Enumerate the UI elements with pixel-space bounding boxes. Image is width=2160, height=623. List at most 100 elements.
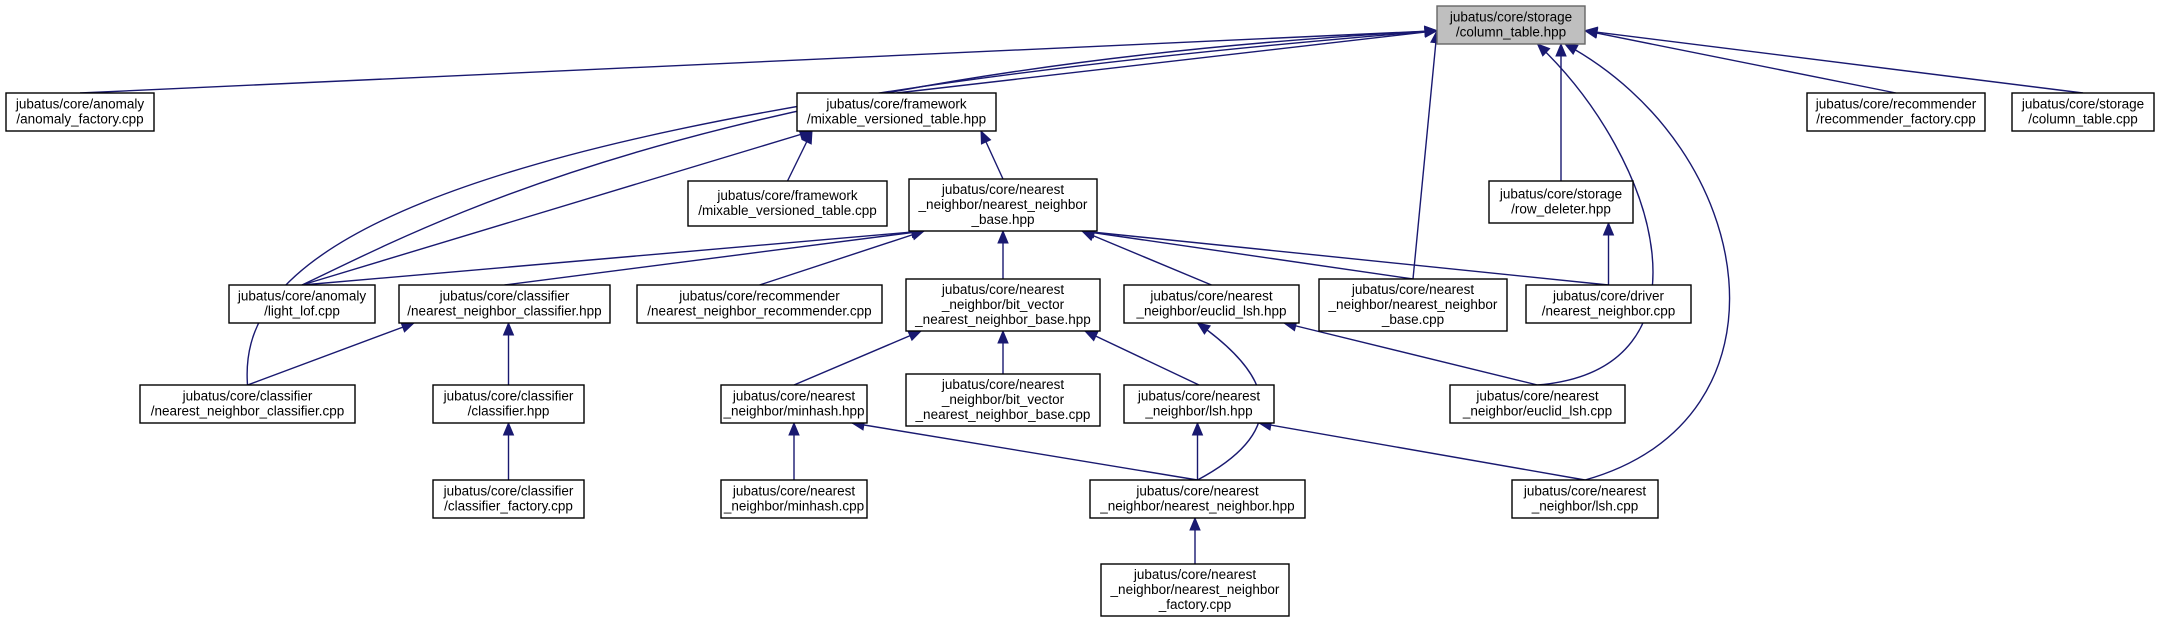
node-label-line: jubatus/core/nearest	[1137, 389, 1261, 404]
edge-euclid_lsh_cpp-to-column_table_hpp	[1537, 43, 1654, 386]
arrowhead-nn_base_hpp-to-mixable_versioned_table_hpp	[980, 129, 992, 145]
node-box	[228, 284, 376, 324]
node-label-line: jubatus/core/nearest	[732, 484, 856, 499]
node-nn_base_hpp[interactable]: jubatus/core/nearest_neighbor/nearest_ne…	[908, 178, 1098, 232]
node-box	[687, 180, 888, 227]
edge-nn_classifier_cpp-to-nn_classifier_hpp	[247, 322, 415, 386]
node-label-line: /row_deleter.hpp	[1511, 202, 1611, 217]
node-minhash_cpp[interactable]: jubatus/core/nearest_neighbor/minhash.cp…	[720, 479, 868, 519]
node-label-line: _neighbor/nearest_neighbor	[1328, 297, 1498, 312]
arrowhead-classifier_factory_cpp-to-classifier_hpp	[502, 421, 515, 436]
node-nn_classifier_hpp[interactable]: jubatus/core/classifier/nearest_neighbor…	[398, 284, 611, 324]
node-label-line: jubatus/core/nearest	[1149, 289, 1273, 304]
arrowhead-euclid_lsh_cpp-to-column_table_hpp	[1536, 43, 1551, 57]
node-driver_nn_cpp[interactable]: jubatus/core/driver/nearest_neighbor.cpp	[1525, 284, 1692, 324]
node-mixable_versioned_table_cpp[interactable]: jubatus/core/framework/mixable_versioned…	[687, 180, 888, 227]
node-label-line: jubatus/core/nearest	[1475, 389, 1599, 404]
arrowhead-bit_vector_nn_base_hpp-to-nn_base_hpp	[997, 229, 1009, 244]
node-label-line: /recommender_factory.cpp	[1816, 112, 1976, 127]
node-label-line: _neighbor/nearest_neighbor.hpp	[1099, 499, 1294, 514]
node-euclid_lsh_cpp[interactable]: jubatus/core/nearest_neighbor/euclid_lsh…	[1449, 384, 1626, 424]
edge-mixable_versioned_table_hpp-to-column_table_hpp	[896, 30, 1438, 94]
node-label-line: jubatus/core/nearest	[1351, 282, 1475, 297]
node-label-line: jubatus/core/storage	[1449, 10, 1572, 25]
edge-nn_base_cpp-to-nn_base_hpp	[1081, 230, 1414, 280]
arrowhead-lsh_cpp-to-column_table_hpp	[1563, 43, 1579, 56]
node-box	[1806, 92, 1986, 132]
node-label-line: _neighbor/euclid_lsh.hpp	[1135, 304, 1286, 319]
edge-lsh_cpp-to-column_table_hpp	[1564, 43, 1731, 481]
node-row_deleter_hpp[interactable]: jubatus/core/storage/row_deleter.hpp	[1488, 180, 1634, 224]
node-box	[908, 178, 1098, 232]
edges-layer	[79, 25, 2084, 564]
edge-nn_base_cpp-to-column_table_hpp	[1412, 30, 1438, 280]
node-box	[1089, 479, 1306, 519]
node-label-line: /light_lof.cpp	[264, 304, 340, 319]
edge-nn_classifier_cpp-to-column_table_hpp	[246, 30, 1438, 386]
arrowhead-row_deleter_hpp-to-column_table_hpp	[1555, 42, 1567, 57]
node-label-line: jubatus/core/recommender	[678, 289, 840, 304]
node-nn_classifier_cpp[interactable]: jubatus/core/classifier/nearest_neighbor…	[139, 384, 356, 424]
edge-nn_recommender_cpp-to-nn_base_hpp	[759, 230, 925, 286]
node-nn_hpp[interactable]: jubatus/core/nearest_neighbor/nearest_ne…	[1089, 479, 1306, 519]
node-bit_vector_nn_base_cpp[interactable]: jubatus/core/nearest_neighbor/bit_vector…	[905, 373, 1101, 427]
node-label-line: /anomaly_factory.cpp	[16, 112, 143, 127]
node-label-line: jubatus/core/framework	[825, 97, 967, 112]
node-label-line: jubatus/core/nearest	[1133, 567, 1257, 582]
node-bit_vector_nn_base_hpp[interactable]: jubatus/core/nearest_neighbor/bit_vector…	[905, 278, 1101, 332]
edge-driver_nn_cpp-to-nn_base_hpp	[1081, 230, 1609, 286]
node-label-line: /classifier_factory.cpp	[444, 499, 573, 514]
node-label-line: _neighbor/minhash.hpp	[722, 404, 864, 419]
node-nn_factory_cpp[interactable]: jubatus/core/nearest_neighbor/nearest_ne…	[1100, 563, 1290, 617]
node-column_table_cpp[interactable]: jubatus/core/storage/column_table.cpp	[2011, 92, 2155, 132]
node-label-line: jubatus/core/nearest	[941, 182, 1065, 197]
node-label-line: /nearest_neighbor_recommender.cpp	[647, 304, 871, 319]
node-label-line: jubatus/core/framework	[716, 188, 858, 203]
node-mixable_versioned_table_hpp[interactable]: jubatus/core/framework/mixable_versioned…	[796, 92, 997, 132]
node-label-line: jubatus/core/recommender	[1815, 97, 1977, 112]
arrowhead-lsh_hpp-to-bit_vector_nn_base_hpp	[1083, 330, 1099, 342]
node-column_table_hpp[interactable]: jubatus/core/storage/column_table.hpp	[1436, 5, 1586, 45]
node-label-line: /column_table.hpp	[1456, 25, 1566, 40]
node-box	[1449, 384, 1626, 424]
arrowhead-bit_vector_nn_base_cpp-to-bit_vector_nn_base_hpp	[997, 329, 1009, 344]
nodes-layer: jubatus/core/storage/column_table.hppjub…	[5, 5, 2155, 617]
node-anomaly_factory_cpp[interactable]: jubatus/core/anomaly/anomaly_factory.cpp	[5, 92, 155, 132]
node-lsh_cpp[interactable]: jubatus/core/nearest_neighbor/lsh.cpp	[1511, 479, 1659, 519]
node-label-line: /nearest_neighbor.cpp	[1542, 304, 1676, 319]
node-label-line: _neighbor/lsh.cpp	[1531, 499, 1639, 514]
arrowhead-classifier_hpp-to-nn_classifier_hpp	[502, 321, 515, 336]
node-label-line: /nearest_neighbor_classifier.cpp	[151, 404, 345, 419]
node-label-line: /mixable_versioned_table.cpp	[698, 203, 877, 218]
node-box	[905, 278, 1101, 332]
node-box	[1123, 384, 1275, 424]
arrowhead-nn_hpp-to-euclid_lsh_hpp	[1196, 322, 1212, 335]
node-label-line: jubatus/core/nearest	[941, 377, 1065, 392]
node-box	[432, 384, 585, 424]
node-classifier_hpp[interactable]: jubatus/core/classifier/classifier.hpp	[432, 384, 585, 424]
node-label-line: /nearest_neighbor_classifier.hpp	[407, 304, 601, 319]
edge-lsh_hpp-to-bit_vector_nn_base_hpp	[1084, 330, 1200, 386]
node-label-line: jubatus/core/anomaly	[237, 289, 367, 304]
edge-lsh_cpp-to-lsh_hpp	[1258, 422, 1586, 481]
arrowhead-nn_classifier_cpp-to-nn_classifier_hpp	[400, 321, 416, 333]
node-label-line: jubatus/core/nearest	[941, 282, 1065, 297]
node-box	[796, 92, 997, 132]
node-minhash_hpp[interactable]: jubatus/core/nearest_neighbor/minhash.hp…	[720, 384, 868, 424]
node-nn_recommender_cpp[interactable]: jubatus/core/recommender/nearest_neighbo…	[636, 284, 883, 324]
node-recommender_factory_cpp[interactable]: jubatus/core/recommender/recommender_fac…	[1806, 92, 1986, 132]
node-classifier_factory_cpp[interactable]: jubatus/core/classifier/classifier_facto…	[432, 479, 585, 519]
node-label-line: jubatus/core/classifier	[439, 289, 570, 304]
node-box	[905, 373, 1101, 427]
arrowhead-nn_hpp-to-lsh_hpp	[1191, 421, 1204, 436]
node-box	[432, 479, 585, 519]
node-label-line: _factory.cpp	[1158, 597, 1232, 612]
node-euclid_lsh_hpp[interactable]: jubatus/core/nearest_neighbor/euclid_lsh…	[1123, 284, 1300, 324]
node-label-line: jubatus/core/anomaly	[15, 97, 145, 112]
node-box	[1488, 180, 1634, 224]
node-box	[5, 92, 155, 132]
node-light_lof_cpp[interactable]: jubatus/core/anomaly/light_lof.cpp	[228, 284, 376, 324]
node-lsh_hpp[interactable]: jubatus/core/nearest_neighbor/lsh.hpp	[1123, 384, 1275, 424]
node-nn_base_cpp[interactable]: jubatus/core/nearest_neighbor/nearest_ne…	[1318, 278, 1508, 332]
